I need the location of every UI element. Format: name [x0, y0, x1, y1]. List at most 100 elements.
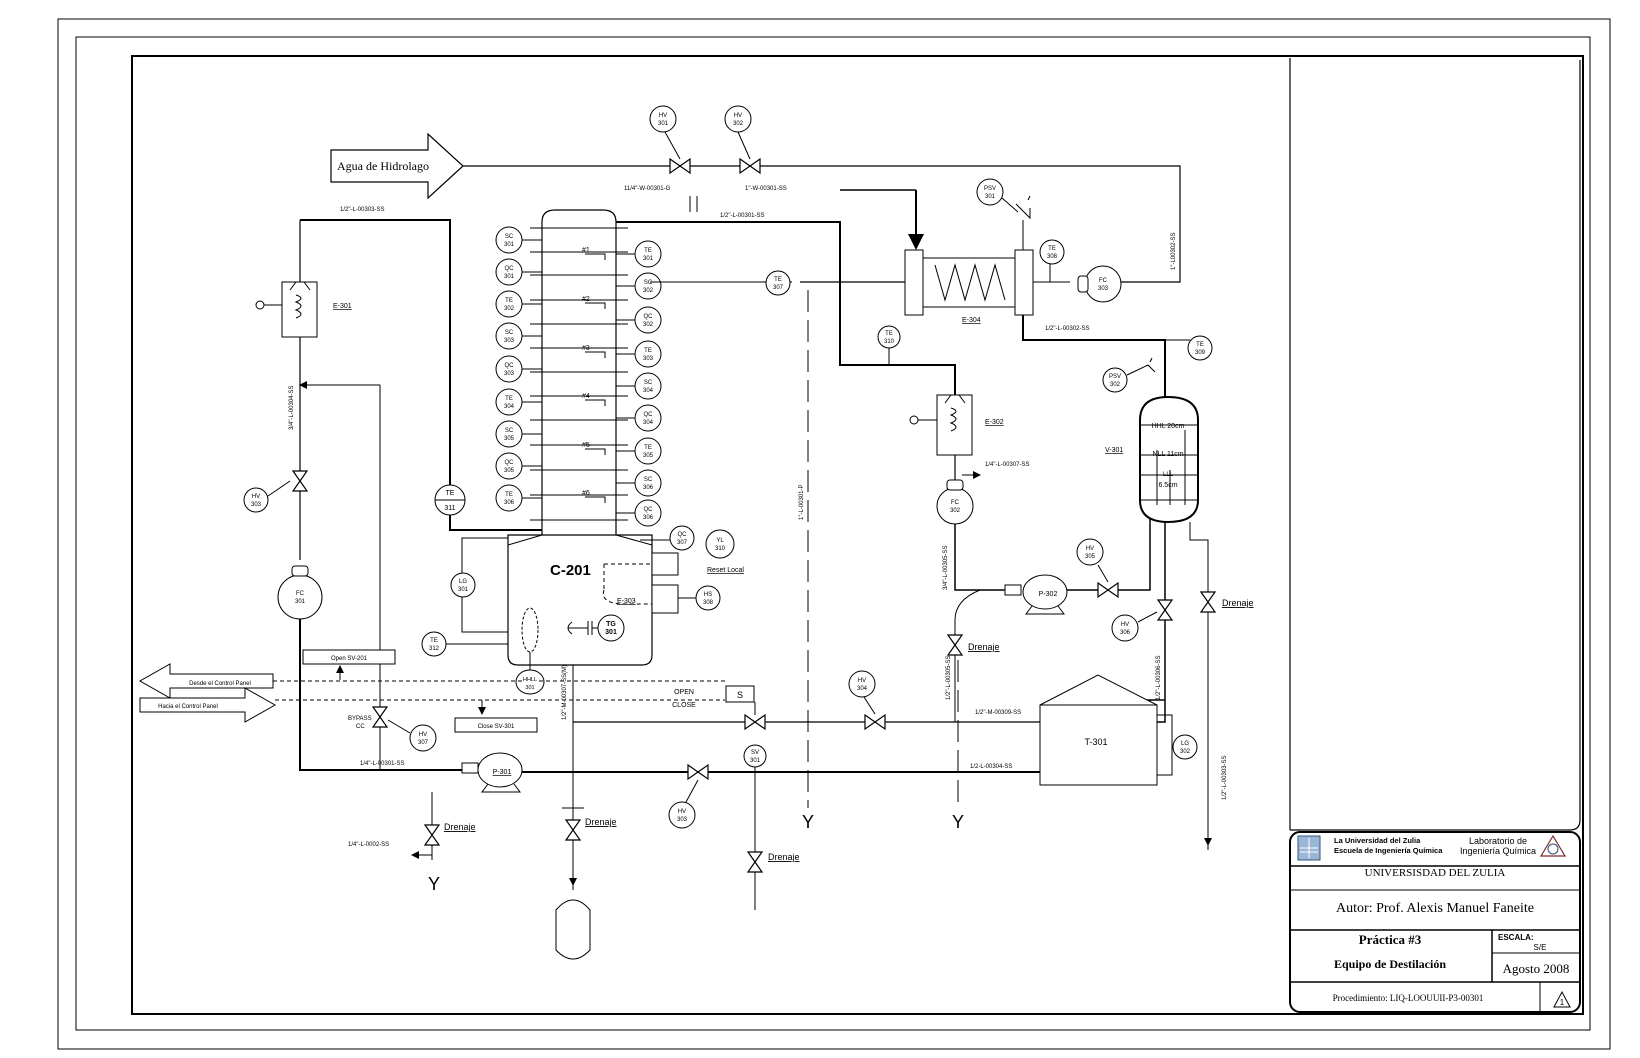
water-inlet-label: Agua de Hidrolago: [337, 159, 429, 173]
instrument-number: 305: [643, 453, 654, 459]
svg-text:310: 310: [884, 339, 895, 345]
instrument-number: 304: [504, 404, 515, 410]
psv-302: PSV 302: [1102, 367, 1128, 393]
y-label: Y: [802, 812, 814, 832]
university-line2: Escuela de Ingeniería Química: [1334, 846, 1443, 855]
svg-text:301: 301: [658, 121, 669, 127]
from-control-panel-arrow: Desde el Control Panel: [138, 663, 274, 699]
line-label: 1/2-L-00304-SS: [970, 764, 1012, 770]
drain-valve-icon: [947, 634, 963, 656]
column-tag: C-201: [550, 562, 591, 579]
line-label: 1/2"-L-00303-SS: [1222, 756, 1228, 801]
svg-text:LG: LG: [1181, 741, 1189, 747]
instrument-number: 302: [643, 322, 654, 328]
tray-label: #4: [582, 393, 590, 400]
svg-text:PSV: PSV: [984, 186, 996, 192]
drain-valve-icon: [424, 824, 440, 846]
y-label: Y: [952, 812, 964, 832]
drain-label: Drenaje: [585, 817, 617, 827]
instrument-label: QC: [505, 363, 515, 369]
line-label: 1"-L-00301-P: [799, 485, 805, 520]
hand-valve-icon: [669, 158, 691, 174]
hv-305: HV 305: [1076, 538, 1104, 566]
svg-text:301: 301: [525, 685, 534, 691]
instrument-number: 301: [504, 242, 515, 248]
line-label: 1/2"-L-00305-SS: [946, 656, 952, 701]
instrument-number: 303: [643, 356, 654, 362]
svg-text:301: 301: [605, 629, 617, 636]
sv-301: SV 301: [743, 744, 767, 768]
svg-text:301: 301: [750, 758, 761, 764]
svg-text:NLL 11cm: NLL 11cm: [1152, 451, 1183, 458]
svg-text:HHLL: HHLL: [523, 677, 537, 683]
instrument-label: QC: [644, 507, 654, 513]
hv-306: HV 306: [1111, 614, 1139, 642]
instrument-label: QC: [505, 266, 515, 272]
bypass-label: CC: [356, 724, 365, 730]
hand-valve-icon: [864, 714, 886, 730]
date: Agosto 2008: [1503, 961, 1570, 976]
column-instruments-left: SC 301 QC 301 TE 302 SC 303 QC 303 TE 30…: [495, 226, 542, 512]
instrument-label: QC: [505, 460, 515, 466]
qc-307: QC 307: [669, 525, 695, 551]
instrument-number: 302: [504, 306, 515, 312]
hv-302: HV 302: [724, 105, 752, 133]
tray-label: #5: [582, 442, 590, 449]
svg-text:TE: TE: [430, 638, 438, 644]
svg-text:302: 302: [1110, 382, 1121, 388]
open-sv-box: [302, 649, 396, 665]
svg-text:E-301: E-301: [333, 303, 352, 310]
instrument-label: SC: [644, 477, 653, 483]
instrument-number: 305: [504, 468, 515, 474]
fc-302: FC 302: [936, 479, 974, 525]
svg-text:305: 305: [1085, 554, 1096, 560]
svg-text:LLL: LLL: [1163, 472, 1174, 478]
svg-text:S: S: [737, 690, 743, 700]
accumulator-v301: HHL 20cm NLL 11cm LLL 6.5cm V-301: [1105, 395, 1199, 524]
lab-logo: [1539, 834, 1567, 857]
svg-text:311: 311: [444, 505, 455, 512]
drain-label: Drenaje: [968, 642, 1000, 652]
line-label: 1/2"-L-00306-SS: [1156, 656, 1162, 701]
svg-text:TE: TE: [1048, 246, 1056, 252]
lab-line1: Laboratorio de: [1469, 836, 1527, 846]
hv-307: HV 307: [409, 724, 437, 752]
svg-text:307: 307: [677, 540, 688, 546]
psv-301: PSV 301: [976, 178, 1004, 206]
line-label: 3/4"-L-00304-SS: [289, 386, 295, 431]
svg-text:6.5cm: 6.5cm: [1158, 482, 1177, 489]
cooler-e301: E-301: [255, 281, 352, 338]
tray-label: #6: [582, 490, 590, 497]
svg-text:303: 303: [1098, 286, 1109, 292]
tray-label: #3: [582, 345, 590, 352]
close-sv-label: Close SV-301: [478, 724, 515, 730]
line-label: 1/2"-L-00302-SS: [1045, 326, 1090, 332]
cooler-e302: E-302: [909, 394, 1004, 456]
svg-text:FC: FC: [1099, 278, 1108, 284]
svg-text:E-304: E-304: [962, 317, 981, 324]
hhll-301: HHLL 301: [515, 669, 545, 695]
svg-text:HV: HV: [678, 809, 686, 815]
instrument-label: QC: [644, 314, 654, 320]
line-label: 1/2"-M-00309-SS: [975, 710, 1021, 716]
svg-text:FC: FC: [951, 500, 960, 506]
solenoid-valve-sv301: S OPEN CLOSE: [672, 685, 766, 730]
svg-text:310: 310: [715, 546, 726, 552]
line-label: 1/2"-L-00301-SS: [720, 213, 765, 219]
svg-text:307: 307: [418, 740, 429, 746]
svg-text:301: 301: [985, 194, 996, 200]
svg-text:312: 312: [429, 646, 440, 652]
bottoms-vessel: [555, 899, 591, 960]
column-instruments-right: TE 301 SC 302 QC 302 TE 303 SC 304 QC 30…: [616, 240, 662, 527]
instrument-label: TE: [644, 445, 652, 451]
instrument-label: TE: [505, 396, 513, 402]
instrument-label: TE: [505, 298, 513, 304]
te-312: TE 312: [421, 631, 447, 657]
revision-triangle-icon: [1553, 990, 1571, 1008]
tg-301: TG 301: [597, 614, 625, 642]
svg-text:302: 302: [950, 508, 961, 514]
svg-text:303: 303: [251, 502, 262, 508]
line-label: 1/2"-L-00303-SS: [340, 207, 385, 213]
instrument-number: 303: [504, 338, 515, 344]
svg-text:YL: YL: [716, 538, 724, 544]
